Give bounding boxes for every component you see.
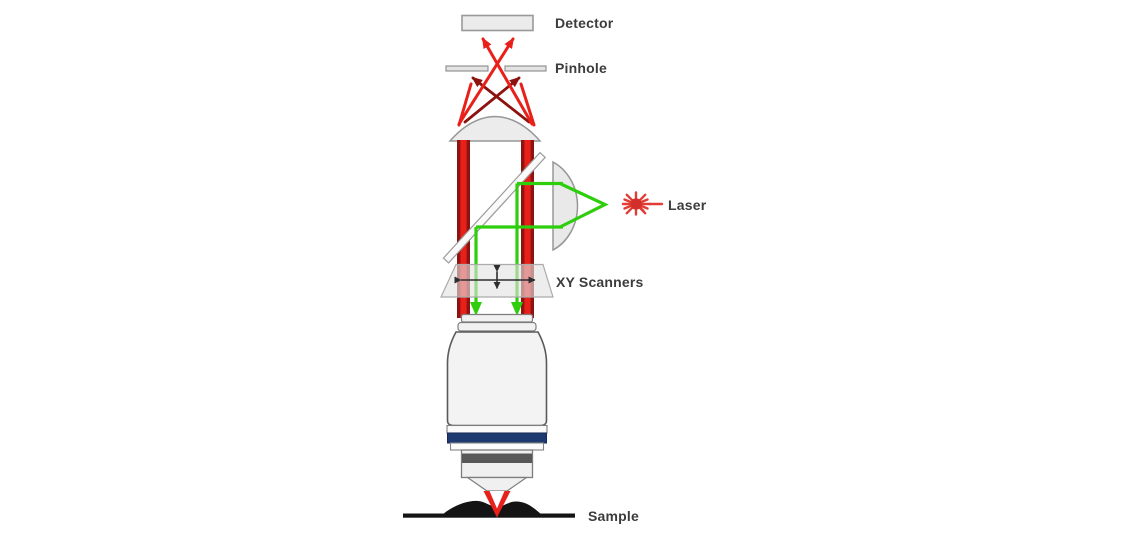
emission-rays xyxy=(457,37,536,127)
excitation-arrowhead-right xyxy=(511,302,523,316)
pinhole-plates xyxy=(445,65,547,72)
pinhole-label: Pinhole xyxy=(555,60,607,76)
blocked-ray-right-shaft xyxy=(519,82,536,127)
xy-scanner-arrows xyxy=(454,265,536,289)
detector-ray-right xyxy=(457,37,515,126)
xy-scanners-label: XY Scanners xyxy=(556,274,644,290)
excitation-arrowhead-left xyxy=(470,302,482,316)
tube-lens xyxy=(448,115,542,142)
objective-neck-ring-2 xyxy=(457,321,537,332)
detector-box xyxy=(461,14,534,32)
objective-white-band xyxy=(449,442,545,451)
objective xyxy=(446,313,548,492)
focus-cone-notch xyxy=(489,491,505,509)
detector-label: Detector xyxy=(555,15,614,31)
sample-baseline xyxy=(403,513,575,518)
pinhole-left-plate xyxy=(445,65,489,72)
pinhole-right-plate xyxy=(504,65,547,72)
sample-label: Sample xyxy=(588,508,639,524)
laser-starburst-icon xyxy=(621,191,664,216)
objective-body xyxy=(446,331,548,427)
objective-thin-band xyxy=(446,424,548,434)
objective-dark-band xyxy=(462,453,532,463)
objective-navy-band xyxy=(447,432,547,444)
laser-lens xyxy=(552,160,579,252)
laser-label: Laser xyxy=(668,197,707,213)
laser-converging-rays xyxy=(560,182,609,228)
sample-mound xyxy=(442,500,542,515)
dichroic-mirror xyxy=(442,151,547,264)
detector-ray-left xyxy=(481,37,534,126)
objective-tip xyxy=(465,476,529,492)
focus-cone xyxy=(483,491,511,518)
objective-neck-ring-1 xyxy=(460,313,534,323)
